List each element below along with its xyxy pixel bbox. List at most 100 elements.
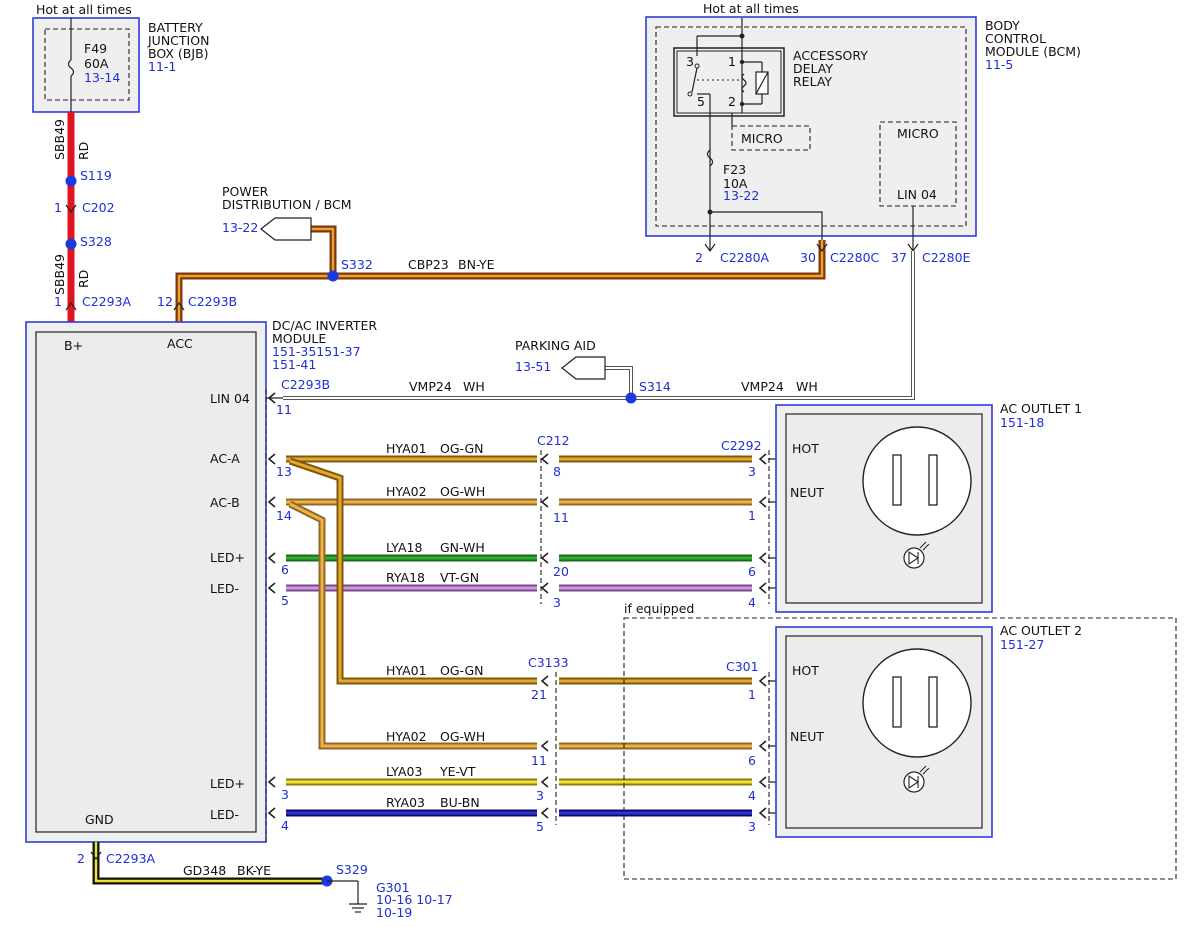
c2293a-top-label: C2293A: [82, 294, 132, 309]
outlet1-neut: NEUT: [790, 485, 824, 500]
bcm-ref: 11-5: [985, 57, 1013, 72]
vmp24-label-a: VMP24: [409, 379, 452, 394]
circuit-6-color: OG-WH: [440, 729, 485, 744]
circuit-1-pin-inv: 13: [276, 464, 292, 479]
inv-pin-ac-b: AC-B: [210, 495, 240, 510]
circuit-7-pin-mid: 3: [536, 788, 544, 803]
bcm-name-3: MODULE (BCM): [985, 44, 1081, 59]
outlet2-led-icon: [903, 765, 930, 793]
c2293b-top-pin: 12: [157, 294, 173, 309]
c2280a-pin: 2: [695, 250, 703, 265]
hot-at-all-times-right: Hot at all times: [703, 1, 799, 16]
inverter-name-2: MODULE: [272, 331, 326, 346]
c301-label: C301: [726, 659, 759, 674]
c2292-label: C2292: [721, 438, 762, 453]
c2293a-top-pin: 1: [54, 294, 62, 309]
inv-pin-ac-a: AC-A: [210, 451, 240, 466]
inverter-ref-1: 151-35151-37: [272, 344, 361, 359]
c2280e-pin: 37: [891, 250, 907, 265]
inv-pin-gnd: GND: [85, 812, 114, 827]
s314-label: S314: [639, 379, 671, 394]
circuit-4-color: VT-GN: [440, 570, 479, 585]
circuit-5-color: OG-GN: [440, 663, 484, 678]
outlet1-ref: 151-18: [1000, 415, 1044, 430]
c2280a-connector-symbol: [704, 243, 716, 253]
relay-inner: [676, 50, 782, 114]
relay-name-2: DELAY: [793, 61, 833, 76]
bcm-box: [645, 16, 977, 237]
relay-pin-5: 5: [697, 94, 705, 109]
outlet1-hot: HOT: [792, 441, 819, 456]
pd-name-1: POWER: [222, 184, 269, 199]
circuit-3-pin-inv: 6: [281, 562, 289, 577]
splice-s328: [65, 238, 77, 250]
outlet2-receptacle-icon: [862, 648, 972, 758]
bjb-name-1: BATTERY: [148, 20, 203, 35]
power-distribution-ref-arrow[interactable]: [260, 217, 312, 241]
circuit-5-name: HYA01: [386, 663, 427, 678]
f49-rating: 60A: [84, 56, 109, 71]
g301-ref-2: 10-19: [376, 905, 412, 920]
outlet1-led-icon: [903, 541, 930, 569]
splice-s314: [625, 392, 637, 404]
bjb-ref: 11-1: [148, 59, 176, 74]
c2293a-top-connector-symbol: [65, 301, 77, 311]
circuit-8-pin-inv: 4: [281, 818, 289, 833]
parking-aid-ref[interactable]: 13-51: [515, 359, 551, 374]
cbp23-wire: [175, 225, 826, 325]
f49-ref: 13-14: [84, 70, 120, 85]
inverter-inner-box: [35, 331, 257, 833]
rd-label-b: RD: [76, 270, 91, 288]
relay-pin-3: 3: [686, 54, 694, 69]
sbb49-label-a: SBB49: [52, 119, 67, 160]
circuit-7-name: LYA03: [386, 764, 422, 779]
splice-s332: [327, 270, 339, 282]
lin04-bcm-label: LIN 04: [897, 187, 937, 202]
s329-label: S329: [336, 862, 368, 877]
c202-label: C202: [82, 200, 115, 215]
g301-label: G301: [376, 880, 410, 895]
relay-pin-1: 1: [728, 54, 736, 69]
circuit-7-pin-out: 4: [748, 788, 756, 803]
c2293b-top-label: C2293B: [188, 294, 237, 309]
circuit-4-pin-inv: 5: [281, 593, 289, 608]
gd348-label: GD348: [183, 863, 226, 878]
circuit-3-pin-mid: 20: [553, 564, 569, 579]
circuit-2-pin-inv: 14: [276, 508, 292, 523]
b-plus-label: B+: [64, 338, 83, 353]
relay-switch-contact: [691, 67, 698, 93]
circuit-6-pin-out: 6: [748, 753, 756, 768]
ground-icon: [349, 881, 367, 913]
wh-label-a: WH: [463, 379, 485, 394]
circuit-3-name: LYA18: [386, 540, 422, 555]
c2280e-label: C2280E: [922, 250, 971, 265]
bk-ye-label: BK-YE: [237, 863, 271, 878]
circuit-8-pin-mid: 5: [536, 819, 544, 834]
circuit-2-name: HYA02: [386, 484, 427, 499]
c2280a-label: C2280A: [720, 250, 770, 265]
c2293a-bottom-label: C2293A: [106, 851, 156, 866]
circuit-7-color: YE-VT: [439, 764, 476, 779]
bjb-name-2: JUNCTION: [147, 33, 209, 48]
bjb-box: [32, 17, 140, 113]
f49-fuse-symbol: [67, 59, 75, 77]
c2293a-bottom-connector-symbol: [90, 851, 102, 861]
inv-pin-led-minus-2: LED-: [210, 807, 239, 822]
parking-aid-ref-arrow[interactable]: [561, 356, 606, 380]
f23-name: F23: [723, 162, 746, 177]
s328-label: S328: [80, 234, 112, 249]
inverter-ref-2: 151-41: [272, 357, 316, 372]
circuit-2-color: OG-WH: [440, 484, 485, 499]
inv-pin-lin04: LIN 04: [210, 391, 250, 406]
circuit-8-pin-out: 3: [748, 819, 756, 834]
f23-fuse-symbol: [706, 149, 714, 167]
circuit-2-pin-mid: 11: [553, 510, 569, 525]
bjb-inner-dashed: [44, 28, 130, 101]
outlet2-ref: 151-27: [1000, 637, 1044, 652]
vmp24-wire: [283, 251, 915, 400]
relay-outer: [673, 47, 785, 117]
pd-ref[interactable]: 13-22: [222, 220, 258, 235]
rd-label-a: RD: [76, 142, 91, 160]
micro-a-box: [731, 125, 811, 151]
f23-rating: 10A: [723, 176, 748, 191]
